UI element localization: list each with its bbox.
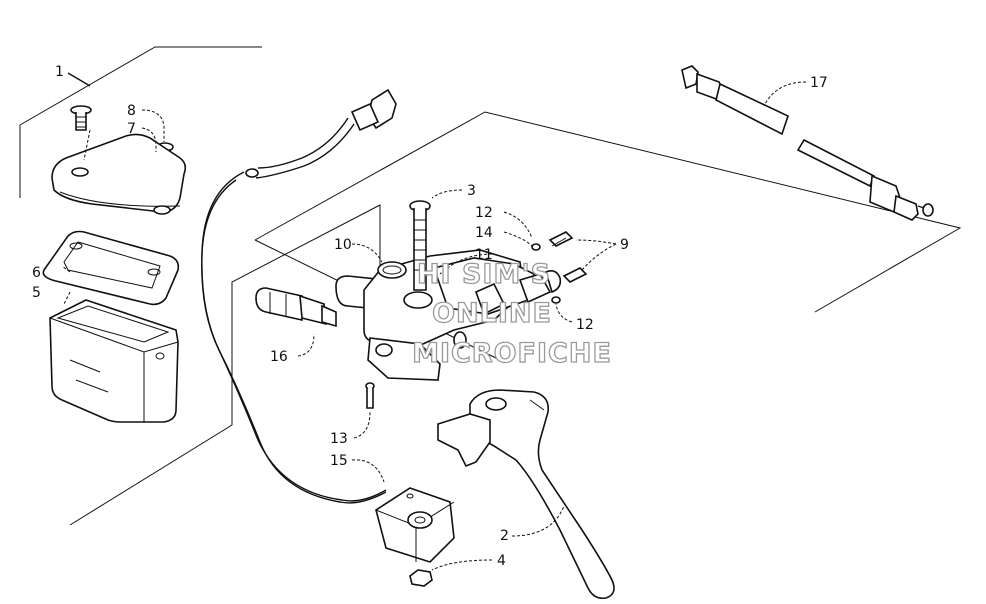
callout-1: 1 (55, 64, 64, 80)
leader-lines (61, 72, 807, 571)
callout-15: 15 (330, 453, 348, 469)
cable-assembly-part (681, 65, 934, 221)
callout-12a: 12 (475, 205, 493, 221)
watermark-line-1: HI SIM'S (417, 259, 551, 290)
callout-5: 5 (32, 285, 41, 301)
callout-2: 2 (500, 528, 509, 544)
callout-10: 10 (334, 237, 352, 253)
callout-8: 8 (127, 103, 136, 119)
reservoir-body-part (49, 299, 179, 423)
group-frame-switch (69, 204, 381, 526)
watermark-line-3: MICROFICHE (412, 338, 612, 369)
callout-4: 4 (497, 553, 506, 569)
callout-12b: 12 (576, 317, 594, 333)
clamp-screw-part (548, 231, 588, 283)
switch-housing-part (375, 487, 455, 563)
callout-9: 9 (620, 237, 629, 253)
callout-13: 13 (330, 431, 348, 447)
callout-3: 3 (467, 183, 476, 199)
brake-lever-part (437, 389, 615, 600)
wire-harness-part (201, 88, 397, 504)
watermark-line-2: ONLINE (432, 298, 552, 329)
screw-part (70, 105, 92, 131)
watermark: HI SIM'S ONLINE MICROFICHE (411, 258, 612, 369)
callout-16: 16 (270, 349, 288, 365)
nut-part (409, 569, 433, 587)
long-bolt-part (409, 200, 431, 291)
o-ring-part (377, 261, 407, 279)
callout-7: 7 (127, 121, 136, 137)
brake-switch-part (255, 287, 337, 328)
callout-17: 17 (810, 75, 828, 91)
master-cylinder-body-part (335, 249, 562, 381)
washer-part (531, 243, 561, 304)
group-frame-reservoir (19, 46, 262, 198)
callout-14: 14 (475, 225, 493, 241)
pivot-screw-part (365, 382, 375, 409)
diaphragm-part (42, 230, 180, 306)
reservoir-cover-part (51, 133, 187, 215)
callout-11: 11 (475, 247, 493, 263)
callout-labels: 1 2 3 4 5 6 7 8 9 10 11 12 12 13 14 15 1… (32, 64, 828, 569)
callout-6: 6 (32, 265, 41, 281)
group-frame-master-cylinder (254, 111, 962, 361)
